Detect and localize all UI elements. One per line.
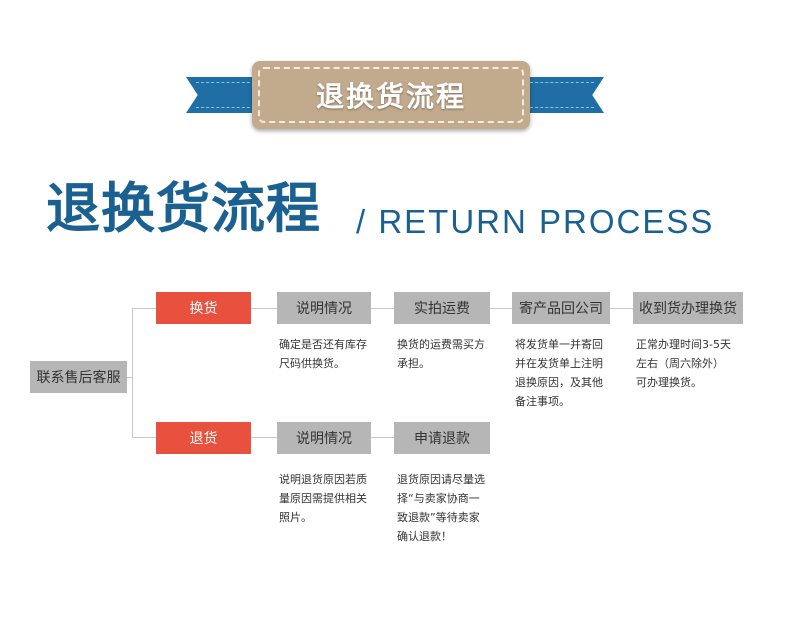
desc-line: 换货的运费需买方 — [397, 338, 485, 351]
desc-line: 退换原因，及其他 — [515, 376, 603, 389]
desc-line: 退货原因请尽量选 — [397, 473, 485, 486]
refund-step-1: 说明情况 — [277, 422, 371, 454]
refund-desc-1: 说明退货原因若质 量原因需提供相关 照片。 — [279, 470, 367, 527]
ribbon-text: 退换货流程 — [315, 80, 466, 113]
desc-line: 正常办理时间3-5天 — [636, 338, 731, 351]
page-title: 退换货流程 — [46, 177, 321, 240]
exchange-step-2: 实拍运费 — [394, 292, 490, 324]
page-subtitle: / RETURN PROCESS — [356, 203, 715, 240]
connector-ex-3 — [490, 308, 512, 309]
exchange-desc-3: 将发货单一并寄回 并在发货单上注明 退换原因，及其他 备注事项。 — [515, 335, 603, 411]
exchange-step-4: 收到货办理换货 — [633, 292, 743, 324]
desc-line: 可办理换货。 — [636, 376, 702, 389]
connector-trunk — [132, 308, 133, 438]
exchange-desc-2: 换货的运费需买方 承担。 — [397, 335, 485, 373]
start-node: 联系售后客服 — [30, 361, 127, 393]
connector-exchange — [132, 308, 156, 309]
desc-line: 致退款”等待卖家 — [397, 511, 480, 524]
desc-line: 确认退款！ — [397, 530, 452, 543]
connector-ex-4 — [610, 308, 633, 309]
connector-ex-2 — [371, 308, 394, 309]
exchange-node: 换货 — [156, 292, 251, 324]
ribbon-tail-right — [520, 77, 604, 113]
desc-line: 将发货单一并寄回 — [515, 338, 603, 351]
desc-line: 照片。 — [279, 511, 312, 524]
refund-node: 退货 — [156, 422, 251, 454]
desc-line: 说明退货原因若质 — [279, 473, 367, 486]
desc-line: 确定是否还有库存 — [279, 338, 367, 351]
connector-ex-1 — [251, 308, 277, 309]
exchange-step-3: 寄产品回公司 — [512, 292, 610, 324]
desc-line: 量原因需提供相关 — [279, 492, 367, 505]
desc-line: 择“与卖家协商一 — [397, 492, 480, 505]
connector-rf-1 — [251, 437, 277, 438]
refund-desc-2: 退货原因请尽量选 择“与卖家协商一 致退款”等待卖家 确认退款！ — [397, 470, 485, 546]
desc-line: 尺码供换货。 — [279, 357, 345, 370]
ribbon-banner: 退换货流程 — [252, 61, 530, 129]
exchange-desc-1: 确定是否还有库存 尺码供换货。 — [279, 335, 367, 373]
refund-step-2: 申请退款 — [394, 422, 490, 454]
desc-line: 并在发货单上注明 — [515, 357, 603, 370]
connector-refund — [132, 437, 156, 438]
connector-rf-2 — [371, 437, 394, 438]
desc-line: 承担。 — [397, 357, 430, 370]
desc-line: 备注事项。 — [515, 395, 570, 408]
exchange-step-1: 说明情况 — [277, 292, 371, 324]
exchange-desc-4: 正常办理时间3-5天 左右（周六除外） 可办理换货。 — [636, 335, 731, 392]
connector-start — [127, 377, 132, 378]
desc-line: 左右（周六除外） — [636, 357, 724, 370]
